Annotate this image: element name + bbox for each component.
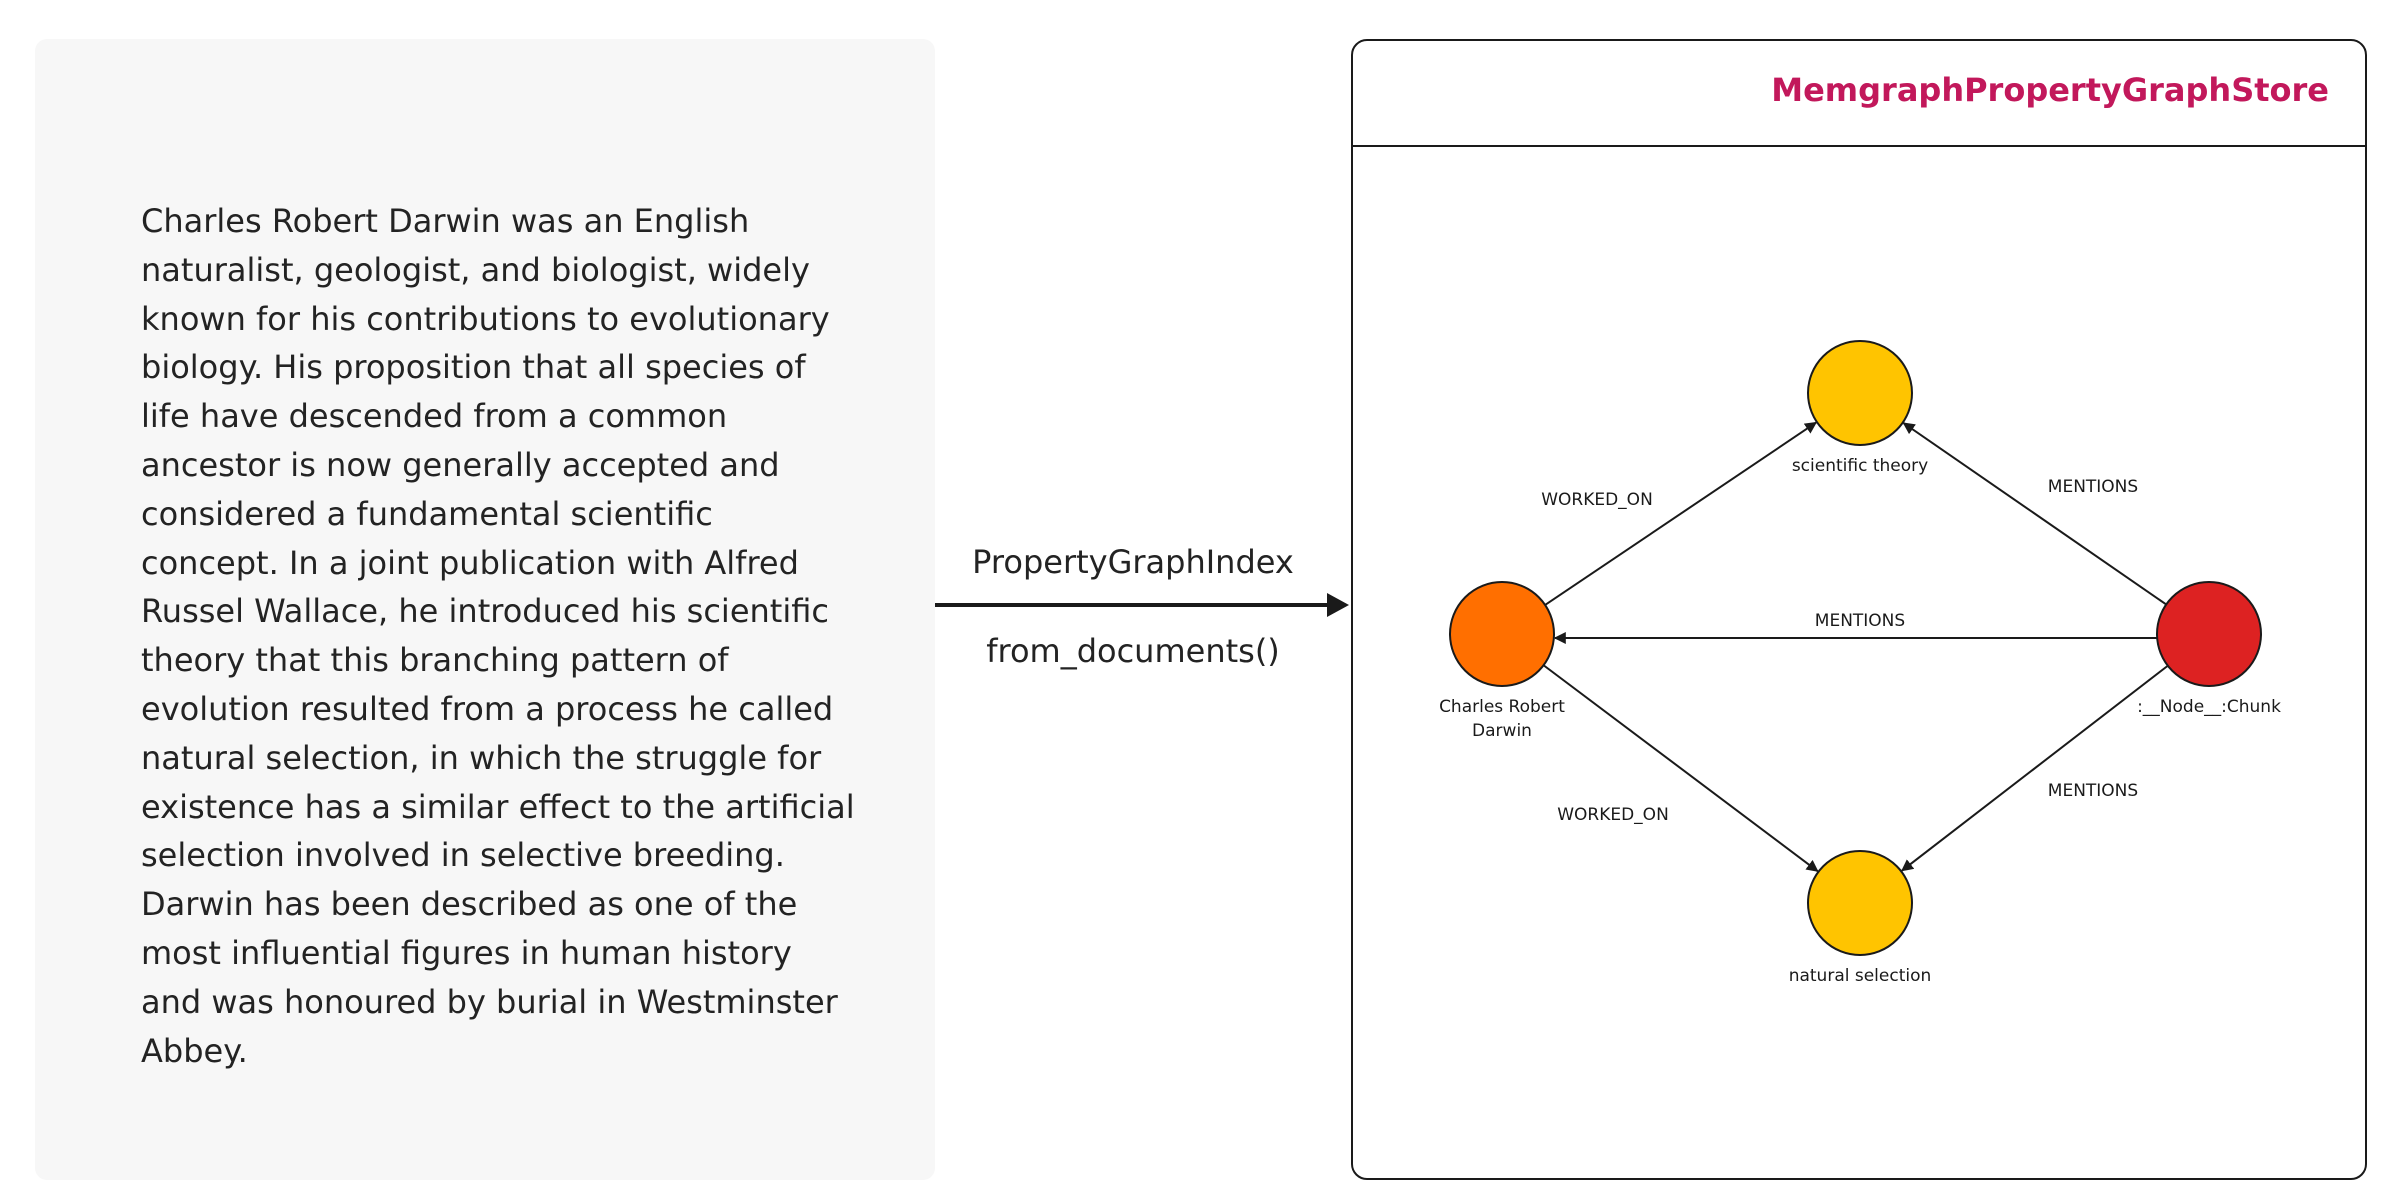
node-theory bbox=[1807, 340, 1913, 446]
node-label-theory: scientific theory bbox=[1792, 456, 1928, 476]
node-chunk bbox=[2156, 581, 2262, 687]
graph-store-title: MemgraphPropertyGraphStore bbox=[1771, 71, 2329, 109]
index-class-label: PropertyGraphIndex bbox=[972, 543, 1294, 581]
edge-chunk-theory bbox=[1902, 422, 2167, 606]
node-label-darwin: Charles Robert bbox=[1439, 697, 1565, 717]
node-label-darwin: Darwin bbox=[1472, 721, 1532, 741]
edge-darwin-selection bbox=[1542, 664, 1819, 872]
edge-darwin-theory bbox=[1544, 421, 1818, 606]
document-panel: Charles Robert Darwin was an English nat… bbox=[35, 39, 935, 1180]
transform-arrow bbox=[935, 593, 1349, 617]
node-darwin bbox=[1449, 581, 1555, 687]
node-selection bbox=[1807, 850, 1913, 956]
edge-label-chunk-darwin: MENTIONS bbox=[1815, 611, 1905, 631]
node-label-chunk: :__Node__:Chunk bbox=[2137, 697, 2281, 717]
edge-label-chunk-selection: MENTIONS bbox=[2048, 781, 2138, 801]
document-text: Charles Robert Darwin was an English nat… bbox=[141, 202, 855, 1070]
edge-label-chunk-theory: MENTIONS bbox=[2048, 477, 2138, 497]
node-label-selection: natural selection bbox=[1789, 966, 1932, 986]
edge-chunk-selection bbox=[1901, 664, 2169, 872]
graph-store-header: MemgraphPropertyGraphStore bbox=[1353, 41, 2365, 147]
edge-label-darwin-selection: WORKED_ON bbox=[1557, 805, 1669, 825]
edge-label-darwin-theory: WORKED_ON bbox=[1541, 490, 1653, 510]
method-label: from_documents() bbox=[986, 632, 1280, 670]
